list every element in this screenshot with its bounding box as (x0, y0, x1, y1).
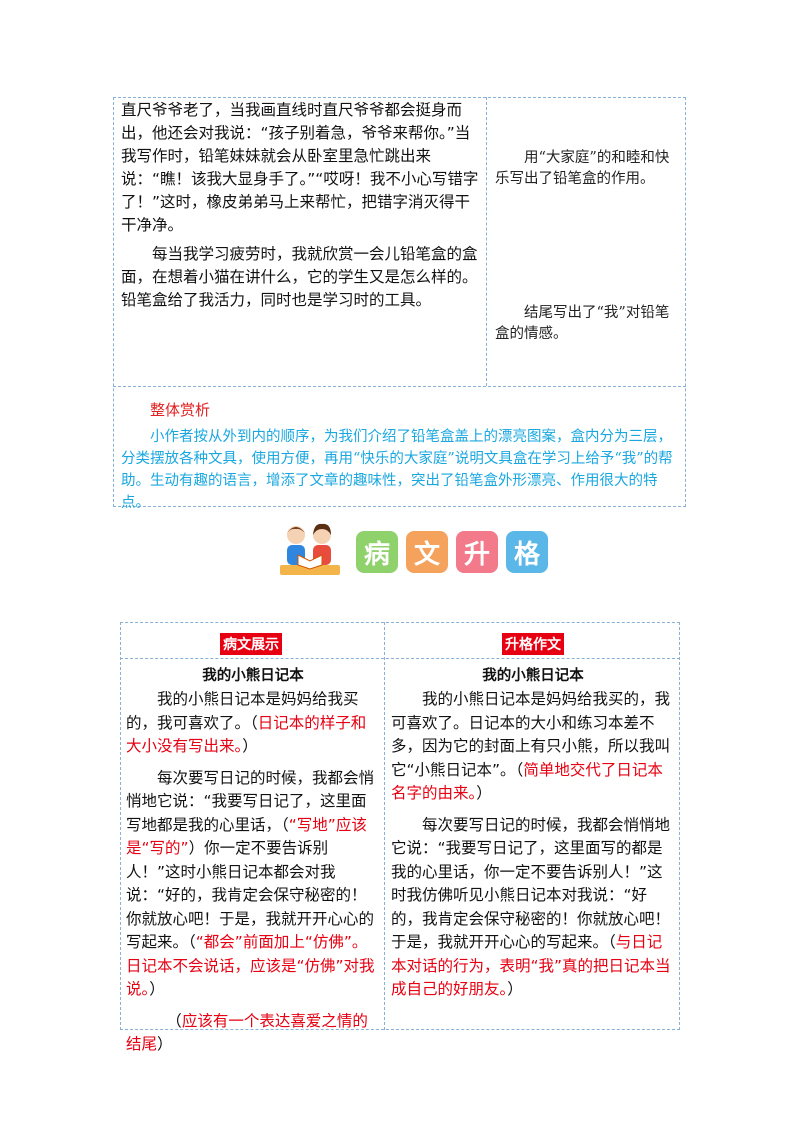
banner-tile: 格 (506, 531, 548, 573)
table-divider-vertical (486, 97, 487, 386)
essay-paragraph: 我的小熊日记本是妈妈给我买的，我可喜欢了。（日记本的样子和大小没有写出来。） (126, 690, 367, 756)
essay-paragraph: 每次要写日记的时候，我都会悄悄地它说：“我要写日记了，这里面写地都是我的心里话，… (126, 768, 375, 999)
comparison-table (120, 622, 680, 1030)
banner-tile: 病 (356, 531, 398, 573)
essay-paragraph: 我的小熊日记本是妈妈给我买的，我可喜欢了。日记本的大小和练习本差不多，因为它的封… (391, 690, 671, 803)
correction-note: “都会”前面加上“仿佛”。日记本不会说话，应该是“仿佛”对我说。 (126, 933, 375, 998)
comparison-divider-horizontal (120, 658, 680, 659)
correction-note: 日记本的样子和大小没有写出来。 (126, 713, 367, 756)
summary-title: 整体赏析 (150, 401, 211, 419)
improved-essay-title: 我的小熊日记本 (482, 668, 584, 684)
summary-text: 小作者按从外到内的顺序，为我们介绍了铅笔盒盖上的漂亮图案，盒内分为三层，分类摆放… (121, 429, 673, 511)
kids-reading-icon (280, 523, 340, 575)
essay-paragraph: 直尺爷爷老了，当我画直线时直尺爷爷都会挺身而出，他还会对我说：“孩子别着急，爷爷… (121, 101, 479, 234)
correction-note: “写地”应该是“写的” (126, 815, 367, 858)
banner-tile: 升 (456, 531, 498, 573)
table-divider-horizontal (113, 386, 686, 387)
improved-essay-body: 我的小熊日记本是妈妈给我买的，我可喜欢了。日记本的大小和练习本差不多，因为它的封… (391, 688, 675, 1010)
essay-excerpt: 直尺爷爷老了，当我画直线时直尺爷爷都会挺身而出，他还会对我说：“孩子别着急，爷爷… (121, 99, 481, 318)
margin-note: 结尾写出了“我”对铅笔盒的情感。 (495, 305, 670, 342)
improvement-note: 简单地交代了日记本名字的由来。 (391, 760, 663, 803)
original-essay-tag: 病文展示 (220, 633, 282, 655)
essay-paragraph: 每次要写日记的时候，我都会悄悄地它说：“我要写日记了，这里面写的都是我的心里话，… (391, 815, 671, 999)
original-essay-title: 我的小熊日记本 (202, 668, 304, 684)
correction-note: 应该有一个表达喜爱之情的结尾 (126, 1011, 368, 1054)
margin-note: 用“大家庭”的和睦和快乐写出了铅笔盒的作用。 (495, 150, 670, 187)
comparison-divider-vertical (384, 622, 385, 1030)
essay-paragraph: 每当我学习疲劳时，我就欣赏一会儿铅笔盒的盒面，在想着小猫在讲什么，它的学生又是怎… (121, 245, 478, 309)
banner-tile: 文 (406, 531, 448, 573)
analysis-table (113, 97, 686, 507)
improved-essay-tag: 升格作文 (502, 633, 564, 655)
original-essay-body: 我的小熊日记本是妈妈给我买的，我可喜欢了。（日记本的样子和大小没有写出来。） 每… (126, 688, 376, 1065)
improvement-note: 与日记本对话的行为，表明“我”真的把日记本当成自己的好朋友。 (391, 933, 671, 998)
essay-paragraph: （应该有一个表达喜爱之情的结尾） (126, 1011, 368, 1054)
